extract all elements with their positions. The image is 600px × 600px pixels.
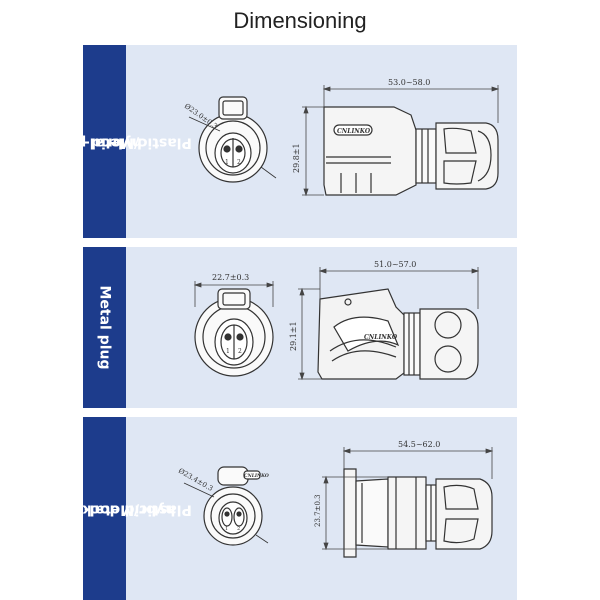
diameter-dimension: Ø23.4±0.3: [177, 467, 214, 493]
docking-plug-drawing: 1 2 CNLINKO Ø23.4±0.3 54.5~62.0: [177, 440, 494, 558]
width-dimension: 22.7±0.3: [212, 273, 249, 282]
metal-plug-drawing: 1 2 22.7±0.3 CNLINKO: [193, 260, 480, 381]
length-dimension-line: [342, 447, 494, 479]
height-dimension-line: [298, 287, 322, 381]
height-dimension: 29.1±1: [289, 321, 298, 351]
side-view: [343, 468, 493, 558]
pin-1-label: 1: [225, 159, 229, 166]
pin-2-label: 2: [238, 348, 242, 355]
front-view: [188, 96, 277, 183]
pin-2-label: 2: [237, 159, 241, 166]
hybrid-plug-drawing: 1 2 Ø23.0±0.3 CNLINKO: [183, 78, 500, 197]
length-dimension: 51.0~57.0: [374, 260, 416, 269]
height-dimension: 29.8±1: [292, 143, 301, 173]
pin-1-label: 1: [225, 526, 228, 532]
panel-label: Metal plug: [83, 247, 126, 408]
length-dimension: 54.5~62.0: [398, 440, 440, 449]
page-title: Dimensioning: [233, 8, 367, 33]
height-dimension: 23.7±0.3: [314, 494, 322, 527]
pin-2-label: 2: [237, 526, 240, 532]
length-dimension-line: [322, 85, 500, 123]
panel-metal-plug: Metal plug 1 2 22.7±0.3: [83, 247, 517, 408]
pin-1-label: 1: [226, 348, 230, 355]
front-view: [183, 466, 269, 546]
brand-logo: CNLINKO: [337, 128, 371, 135]
height-dimension-line: [302, 105, 324, 197]
length-dimension-line: [318, 267, 480, 309]
brand-logo: CNLINKO: [244, 473, 269, 479]
front-view: [194, 288, 274, 377]
height-dimension-line: [322, 475, 388, 551]
diameter-dimension: Ø23.0±0.3: [183, 102, 219, 131]
side-view: [317, 288, 479, 380]
side-view: [323, 106, 499, 196]
brand-logo: CNLINKO: [364, 334, 398, 341]
length-dimension: 53.0~58.0: [388, 78, 430, 87]
width-dimension-line: [193, 281, 275, 307]
